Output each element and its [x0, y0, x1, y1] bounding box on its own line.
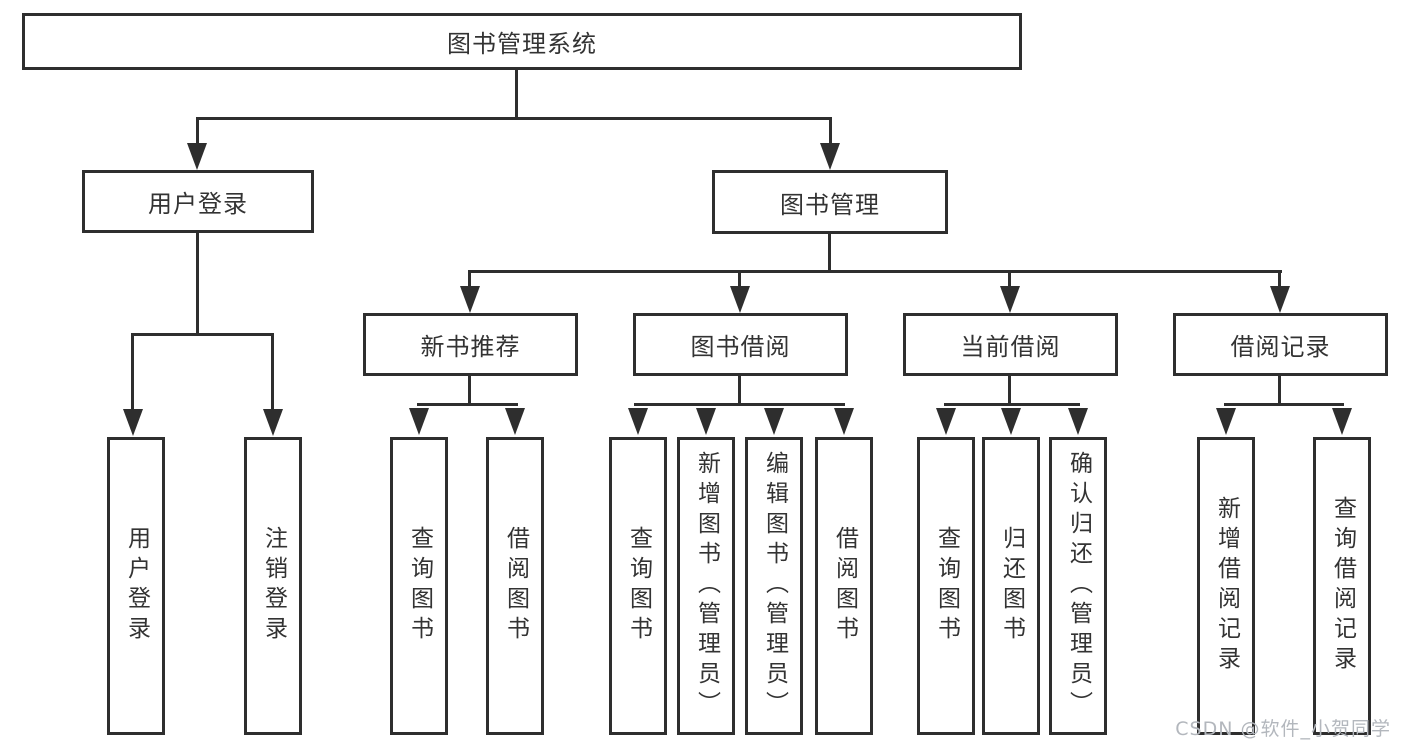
leaf-user-login: 用户登录 [107, 437, 165, 735]
arrow-down-icon [820, 143, 840, 170]
connector-line [1008, 376, 1011, 406]
connector-line [271, 334, 274, 410]
connector-line [131, 333, 274, 336]
leaf-user-login-label: 用户登录 [123, 526, 150, 646]
node-borrow-record-label: 借阅记录 [1230, 333, 1331, 361]
node-current-borrow-label: 当前借阅 [960, 333, 1061, 361]
connector-line [828, 233, 831, 273]
arrow-down-icon [1001, 408, 1021, 435]
connector-line [196, 233, 199, 336]
leaf-confirm-return-admin: 确认归还（管理员） [1049, 437, 1107, 735]
connector-line [468, 270, 1282, 273]
node-borrow-record: 借阅记录 [1173, 313, 1388, 376]
connector-line [417, 403, 518, 406]
arrow-down-icon [187, 143, 207, 170]
node-user-login: 用户登录 [82, 170, 314, 233]
leaf-query-books-borrow-label: 查询图书 [625, 526, 652, 646]
node-book-borrow-label: 图书借阅 [690, 333, 791, 361]
leaf-add-borrow-record-label: 新增借阅记录 [1213, 496, 1240, 676]
node-user-login-label: 用户登录 [148, 190, 248, 218]
leaf-logout: 注销登录 [244, 437, 302, 735]
arrow-down-icon [730, 286, 750, 313]
leaf-edit-book-admin-label: 编辑图书（管理员） [761, 451, 788, 721]
leaf-query-books-current-label: 查询图书 [933, 526, 960, 646]
leaf-add-book-admin-label: 新增图书（管理员） [693, 451, 720, 721]
connector-line [1008, 272, 1011, 288]
connector-line [738, 376, 741, 406]
leaf-borrow-books-recommend: 借阅图书 [486, 437, 544, 735]
arrow-down-icon [628, 408, 648, 435]
arrow-down-icon [505, 408, 525, 435]
leaf-add-book-admin: 新增图书（管理员） [677, 437, 735, 735]
node-book-management: 图书管理 [712, 170, 948, 234]
connector-line [1224, 403, 1344, 406]
leaf-query-books-current: 查询图书 [917, 437, 975, 735]
connector-line [829, 118, 832, 146]
node-new-book-recommend-label: 新书推荐 [420, 333, 521, 361]
leaf-query-borrow-record: 查询借阅记录 [1313, 437, 1371, 735]
node-new-book-recommend: 新书推荐 [363, 313, 578, 376]
arrow-down-icon [1216, 408, 1236, 435]
leaf-query-books-recommend-label: 查询图书 [406, 526, 433, 646]
arrow-down-icon [764, 408, 784, 435]
node-book-management-label: 图书管理 [780, 190, 880, 219]
arrow-down-icon [1068, 408, 1088, 435]
connector-line [468, 272, 471, 288]
leaf-borrow-books-recommend-label: 借阅图书 [502, 526, 529, 646]
connector-line [196, 117, 832, 120]
connector-line [1278, 272, 1281, 288]
connector-line [738, 272, 741, 288]
connector-line [196, 118, 199, 146]
leaf-return-book-label: 归还图书 [998, 526, 1025, 646]
arrow-down-icon [1332, 408, 1352, 435]
arrow-down-icon [1270, 286, 1290, 313]
arrow-down-icon [409, 408, 429, 435]
connector-line [468, 376, 471, 406]
connector-line [944, 403, 1080, 406]
leaf-confirm-return-admin-label: 确认归还（管理员） [1065, 451, 1092, 721]
leaf-borrow-books: 借阅图书 [815, 437, 873, 735]
connector-line [634, 403, 845, 406]
leaf-add-borrow-record: 新增借阅记录 [1197, 437, 1255, 735]
leaf-query-borrow-record-label: 查询借阅记录 [1329, 496, 1356, 676]
node-current-borrow: 当前借阅 [903, 313, 1118, 376]
arrow-down-icon [936, 408, 956, 435]
arrow-down-icon [123, 409, 143, 436]
csdn-watermark: CSDN @软件_小贺同学 [1175, 718, 1391, 740]
connector-line [515, 70, 518, 118]
leaf-borrow-books-label: 借阅图书 [831, 526, 858, 646]
arrow-down-icon [1000, 286, 1020, 313]
node-root: 图书管理系统 [22, 13, 1022, 70]
node-root-label: 图书管理系统 [447, 30, 597, 58]
leaf-query-books-recommend: 查询图书 [390, 437, 448, 735]
leaf-logout-label: 注销登录 [260, 526, 287, 646]
connector-line [131, 334, 134, 410]
arrow-down-icon [696, 408, 716, 435]
node-book-borrow: 图书借阅 [633, 313, 848, 376]
connector-line [1278, 376, 1281, 406]
leaf-edit-book-admin: 编辑图书（管理员） [745, 437, 803, 735]
leaf-query-books-borrow: 查询图书 [609, 437, 667, 735]
arrow-down-icon [460, 286, 480, 313]
arrow-down-icon [263, 409, 283, 436]
leaf-return-book: 归还图书 [982, 437, 1040, 735]
arrow-down-icon [834, 408, 854, 435]
